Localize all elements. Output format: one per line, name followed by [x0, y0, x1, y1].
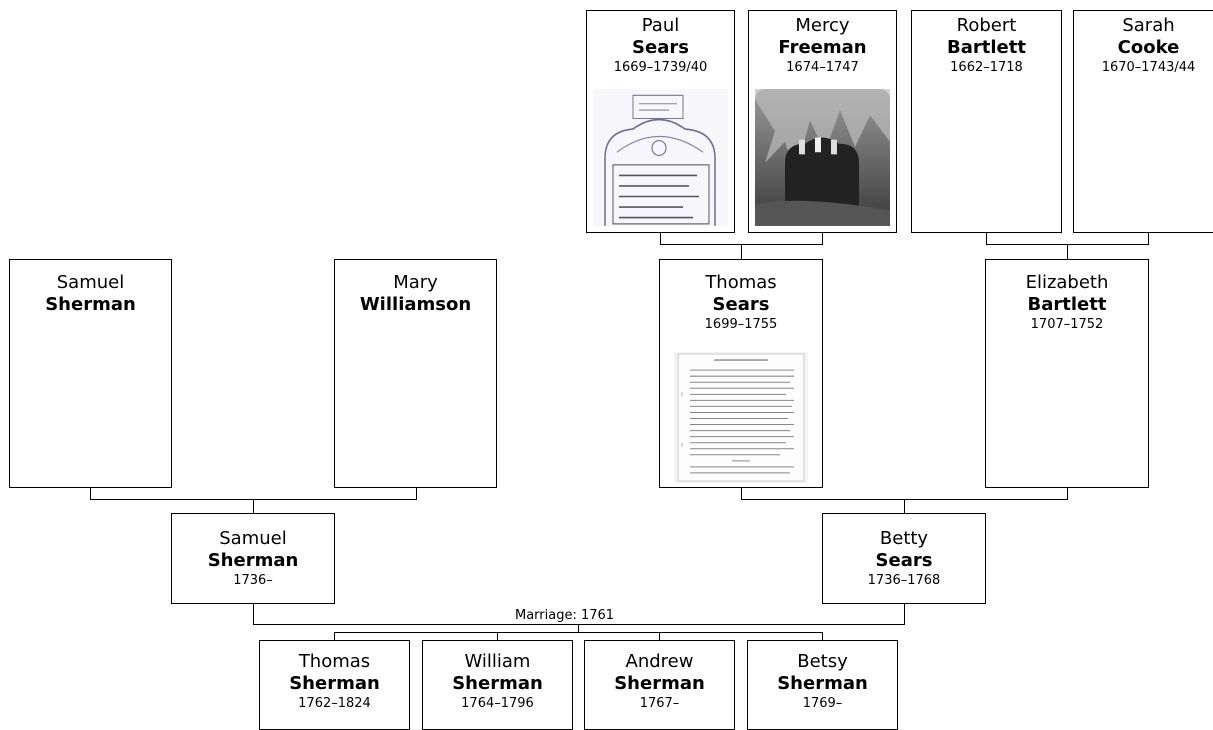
person-card-thomas-sherman[interactable]: Thomas Sherman 1762–1824: [259, 640, 410, 730]
life-dates: 1762–1824: [298, 696, 371, 711]
person-card-samuel-sherman[interactable]: Samuel Sherman 1736–: [171, 513, 335, 604]
surname: Cooke: [1117, 37, 1180, 58]
given-name: Robert: [956, 15, 1017, 36]
given-name: Samuel: [56, 272, 125, 293]
surname: Sherman: [777, 673, 868, 694]
connector-line: [334, 632, 823, 633]
surname: Williamson: [359, 294, 472, 315]
person-card-william-sherman[interactable]: William Sherman 1764–1796: [422, 640, 573, 730]
life-dates: 1736–1768: [867, 573, 941, 588]
gravestone-sketch-image[interactable]: [593, 89, 728, 226]
connector-line: [822, 228, 823, 244]
given-name: Betty: [879, 528, 929, 549]
life-dates: 1669–1739/40: [613, 60, 708, 75]
connector-line: [253, 499, 254, 513]
given-name: Elizabeth: [1025, 272, 1109, 293]
given-name: Betsy: [797, 651, 848, 672]
given-name: Paul: [641, 15, 680, 36]
given-name: Thomas: [298, 651, 371, 672]
person-card-robert-bartlett[interactable]: Robert Bartlett 1662–1718: [911, 10, 1062, 233]
given-name: Mary: [393, 272, 438, 293]
connector-line: [660, 233, 661, 244]
connector-line: [904, 499, 905, 513]
marriage-label: Marriage: 1761: [513, 608, 617, 624]
connector-line: [497, 632, 498, 640]
connector-line: [986, 233, 987, 244]
gravestone-photo-image[interactable]: [755, 89, 890, 226]
connector-line: [334, 632, 335, 640]
connector-line: [253, 604, 254, 624]
surname: Sherman: [452, 673, 543, 694]
person-card-mercy-freeman[interactable]: Mercy Freeman 1674–1747: [748, 10, 897, 233]
life-dates: 1670–1743/44: [1101, 60, 1196, 75]
person-card-sarah-cooke[interactable]: Sarah Cooke 1670–1743/44: [1073, 10, 1213, 233]
surname: Freeman: [778, 37, 867, 58]
person-card-samuel-sherman-sr[interactable]: Samuel Sherman: [9, 259, 172, 488]
life-dates: 1707–1752: [1030, 317, 1104, 332]
connector-line: [741, 244, 742, 259]
connector-line: [1067, 488, 1068, 499]
surname: Sears: [632, 37, 689, 58]
surname: Sears: [875, 550, 933, 571]
surname: Sherman: [289, 673, 380, 694]
connector-line: [822, 632, 823, 640]
life-dates: 1767–: [639, 696, 680, 711]
connector-line: [578, 624, 579, 632]
person-card-andrew-sherman[interactable]: Andrew Sherman 1767–: [584, 640, 735, 730]
surname: Sears: [712, 294, 770, 315]
connector-line: [1148, 233, 1149, 244]
life-dates: 1764–1796: [461, 696, 534, 711]
given-name: Samuel: [219, 528, 287, 549]
person-card-elizabeth-bartlett[interactable]: Elizabeth Bartlett 1707–1752: [985, 259, 1149, 488]
person-card-thomas-sears[interactable]: Thomas Sears 1699–1755: [659, 259, 823, 488]
surname: Sherman: [614, 673, 705, 694]
connector-line: [90, 488, 91, 499]
surname: Bartlett: [1027, 294, 1107, 315]
surname: Sherman: [207, 550, 299, 571]
life-dates: 1674–1747: [786, 60, 859, 75]
given-name: William: [464, 651, 531, 672]
connector-line: [1067, 244, 1068, 259]
connector-line: [904, 604, 905, 624]
marriage-line: [253, 624, 905, 625]
life-dates: 1662–1718: [950, 60, 1023, 75]
person-card-betsy-sherman[interactable]: Betsy Sherman 1769–: [747, 640, 898, 730]
given-name: Sarah: [1122, 15, 1175, 36]
life-dates: 1736–: [233, 573, 273, 588]
connector-line: [416, 488, 417, 499]
connector-line: [741, 488, 742, 499]
person-card-mary-williamson[interactable]: Mary Williamson: [334, 259, 497, 488]
document-page-image[interactable]: [674, 352, 808, 483]
person-card-betty-sears[interactable]: Betty Sears 1736–1768: [822, 513, 986, 604]
surname: Sherman: [45, 294, 136, 315]
given-name: Andrew: [625, 651, 694, 672]
given-name: Thomas: [705, 272, 777, 293]
connector-line: [659, 632, 660, 640]
life-dates: 1769–: [802, 696, 843, 711]
person-card-paul-sears[interactable]: Paul Sears 1669–1739/40: [586, 10, 735, 233]
given-name: Mercy: [795, 15, 850, 36]
surname: Bartlett: [947, 37, 1026, 58]
life-dates: 1699–1755: [704, 317, 778, 332]
